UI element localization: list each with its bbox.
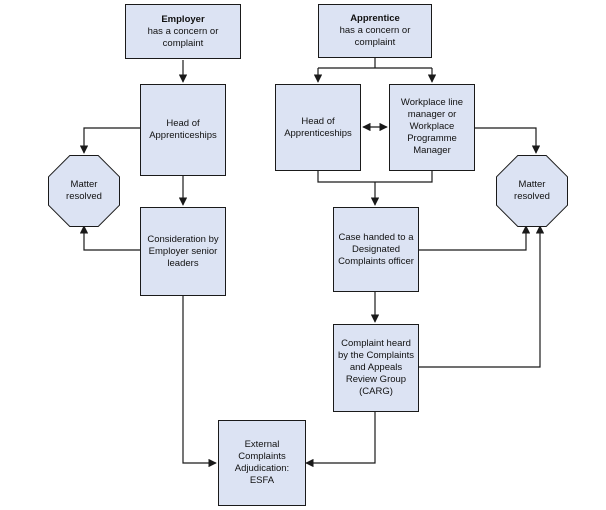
apprentice-start-box: Apprentice has a concern or complaint: [318, 4, 432, 58]
arrow-carg-to-resolved-right: [419, 225, 545, 368]
arrow-carg-to-esfa: [305, 412, 376, 468]
designated-officer-text: Case handed to a Designated Complaints o…: [338, 231, 414, 267]
designated-officer-box: Case handed to a Designated Complaints o…: [333, 207, 419, 292]
esfa-box: External Complaints Adjudication: ESFA: [218, 420, 306, 506]
carg-box: Complaint heard by the Complaints and Ap…: [333, 324, 419, 412]
merge-line-hoa: [317, 170, 433, 183]
arrow-senior-to-esfa: [182, 296, 217, 468]
employer-senior-leaders-text: Consideration by Employer senior leaders: [147, 233, 219, 269]
arrow-hoa-to-resolved-left: [79, 127, 140, 154]
employer-senior-leaders-box: Consideration by Employer senior leaders: [140, 207, 226, 296]
hoa-employer-text: Head of Apprenticeships: [149, 118, 217, 141]
matter-resolved-left-text: Matter resolved: [66, 179, 102, 202]
matter-resolved-right-octagon: Matter resolved: [496, 155, 568, 227]
hoa-apprentice-box: Head of Apprenticeships: [275, 84, 361, 171]
arrow-senior-to-resolved-left: [79, 225, 140, 251]
matter-resolved-left-octagon: Matter resolved: [48, 155, 120, 227]
carg-text: Complaint heard by the Complaints and Ap…: [337, 338, 415, 397]
hoa-apprentice-text: Head of Apprenticeships: [284, 115, 352, 139]
apprentice-title: Apprentice: [350, 13, 400, 24]
arrow-workplace-to-resolved-right: [475, 127, 541, 154]
workplace-manager-text: Workplace line manager or Workplace Prog…: [400, 97, 464, 156]
employer-start-box: Employer has a concern or complaint: [125, 4, 241, 59]
arrow-officer-to-resolved-right: [419, 225, 531, 251]
apprentice-start-text: has a concern or complaint: [339, 25, 411, 48]
workplace-manager-box: Workplace line manager or Workplace Prog…: [389, 84, 475, 171]
esfa-text: External Complaints Adjudication: ESFA: [234, 439, 290, 486]
employer-title: Employer: [161, 13, 205, 25]
matter-resolved-right-text: Matter resolved: [514, 179, 550, 202]
hoa-employer-box: Head of Apprenticeships: [140, 84, 226, 176]
employer-start-text: has a concern or complaint: [147, 25, 219, 49]
